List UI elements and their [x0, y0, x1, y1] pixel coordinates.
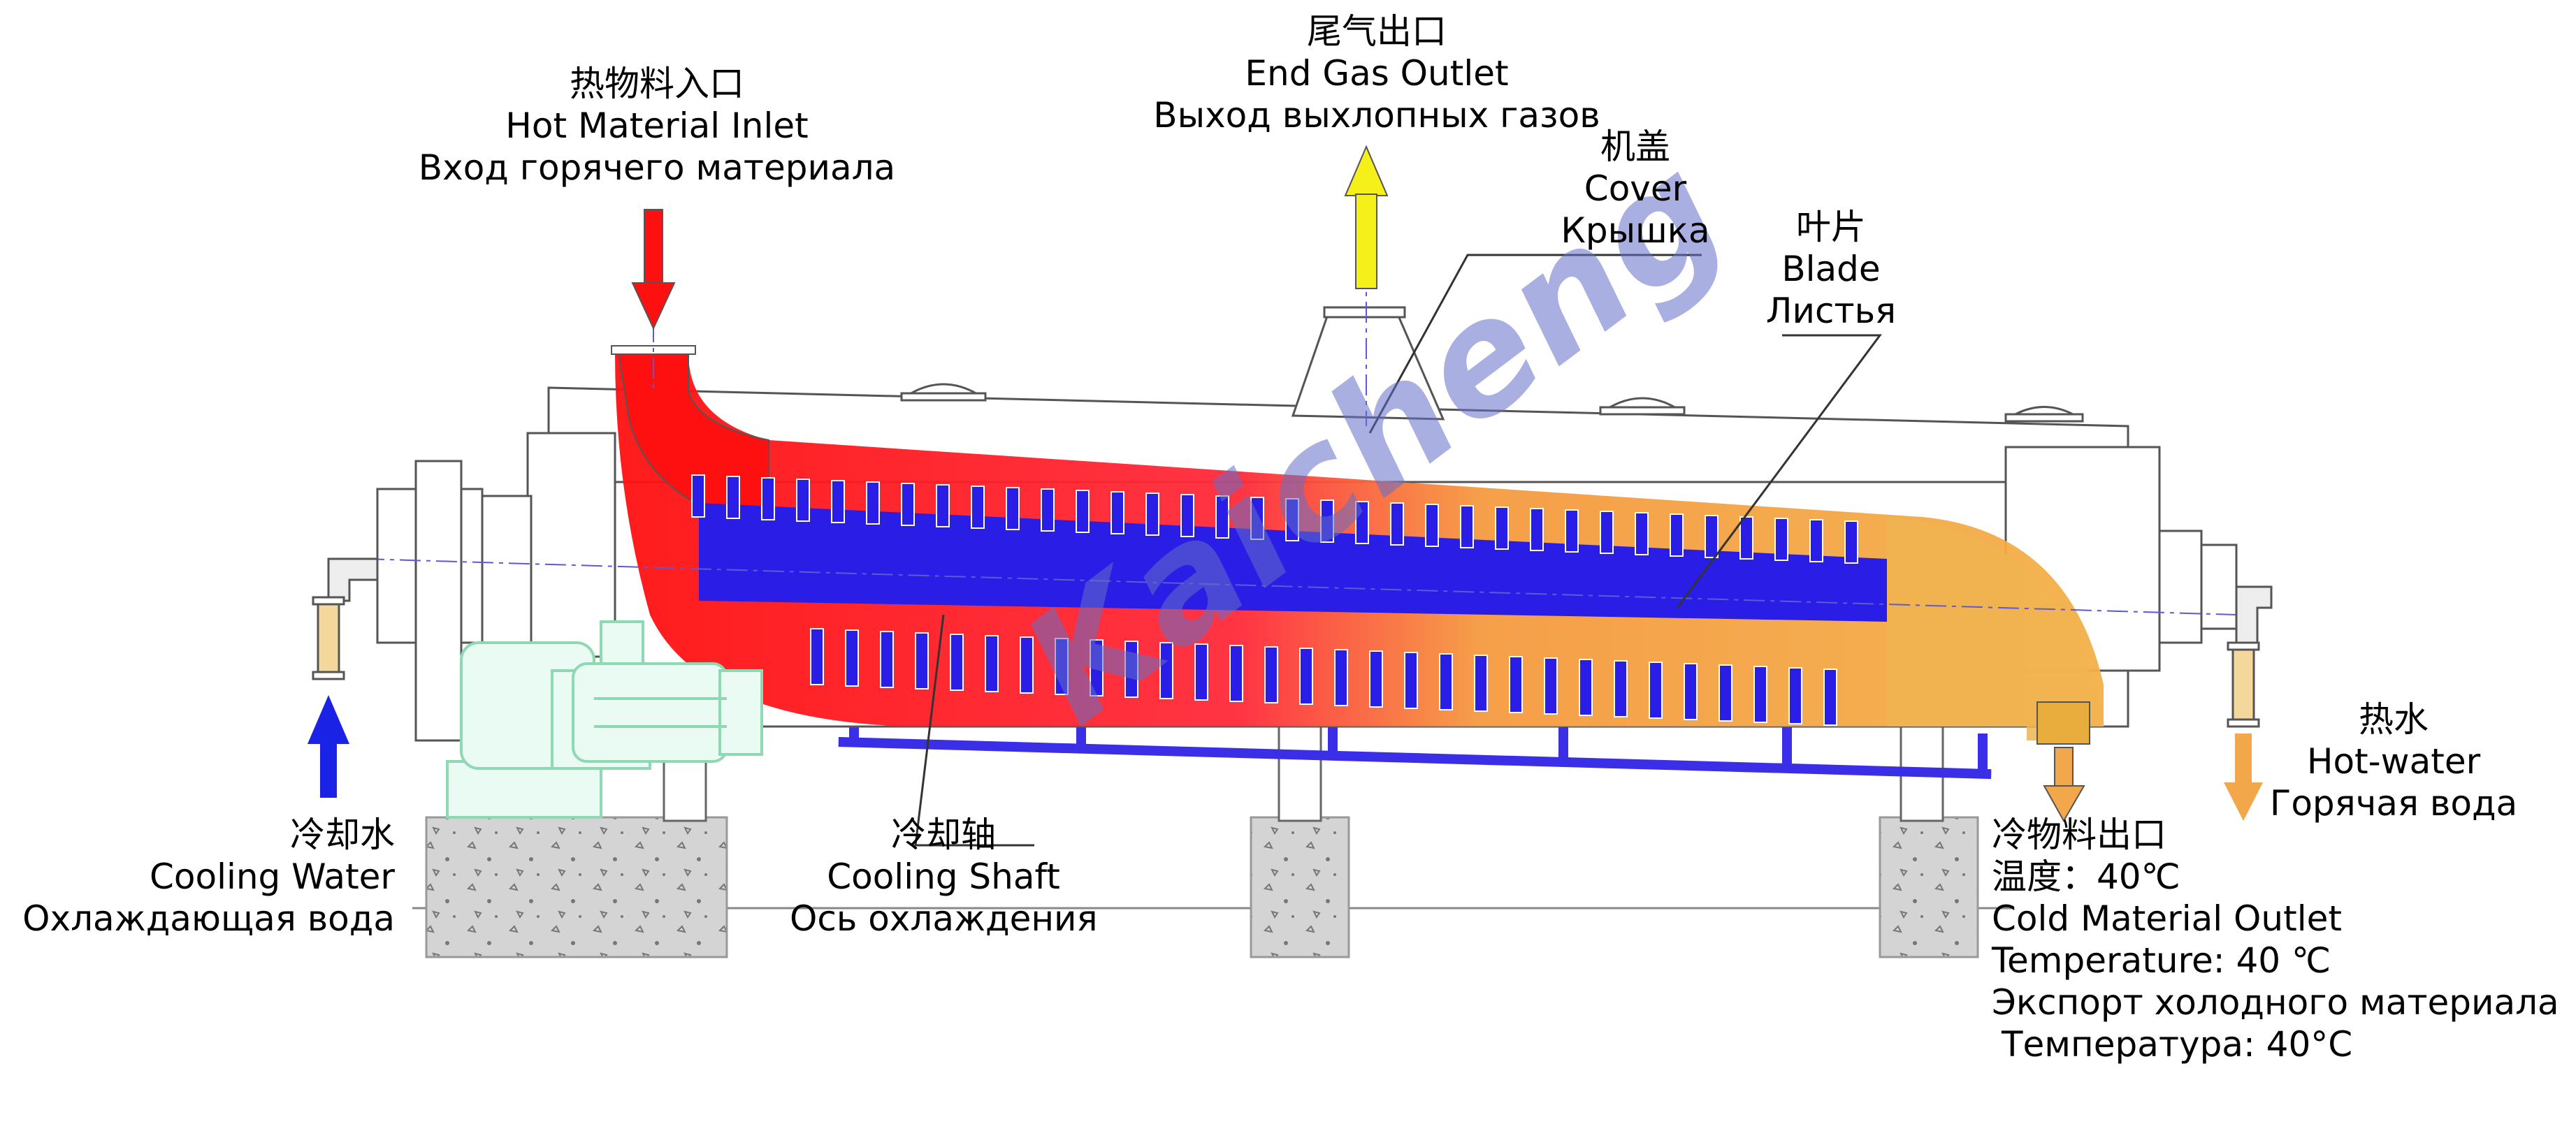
foundation-middle — [1250, 816, 1350, 958]
blades-bottom — [810, 628, 1837, 726]
drive-motor — [446, 620, 763, 819]
end-gas-arrow — [1344, 145, 1389, 289]
top-domes — [900, 383, 2084, 423]
leader-lines — [914, 254, 1882, 847]
left-pipe — [312, 557, 379, 680]
hot-inlet-arrow — [631, 209, 676, 330]
cooling-water-arrow — [307, 695, 349, 798]
hot-inlet-label: 热物料入口 Hot Material Inlet Вход горячего м… — [418, 64, 896, 188]
cooling-shaft-label: 冷却轴 Cooling Shaft Ось охлаждения — [790, 815, 1098, 939]
blade-label: 叶片 Blade Листья — [1765, 207, 1897, 331]
blades-top — [691, 474, 1858, 564]
cooling-shaft — [699, 503, 1887, 622]
cover-label: 机盖 Cover Крышка — [1561, 126, 1710, 251]
cold-outlet-arrow — [2043, 747, 2085, 823]
hot-water-label: 热水 Hot-water Горячая вода — [2269, 699, 2518, 824]
hot-water-arrow — [2224, 733, 2263, 821]
foundation-right — [1879, 816, 1979, 958]
cold-outlet-bulge — [1887, 517, 2104, 740]
end-gas-hood — [1291, 306, 1445, 421]
cold-outlet-label: 冷物料出口 温度：40℃ Cold Material Outlet Temper… — [1992, 815, 2559, 1065]
right-pipe — [2227, 585, 2273, 728]
foundation-left — [425, 816, 728, 958]
axis-line — [363, 558, 2237, 615]
cold-outlet-spout — [2036, 701, 2090, 745]
cooling-water-label: 冷却水 Cooling Water Охлаждающая вода — [22, 815, 395, 939]
end-gas-label: 尾气出口 End Gas Outlet Выход выхлопных газо… — [1153, 11, 1600, 136]
